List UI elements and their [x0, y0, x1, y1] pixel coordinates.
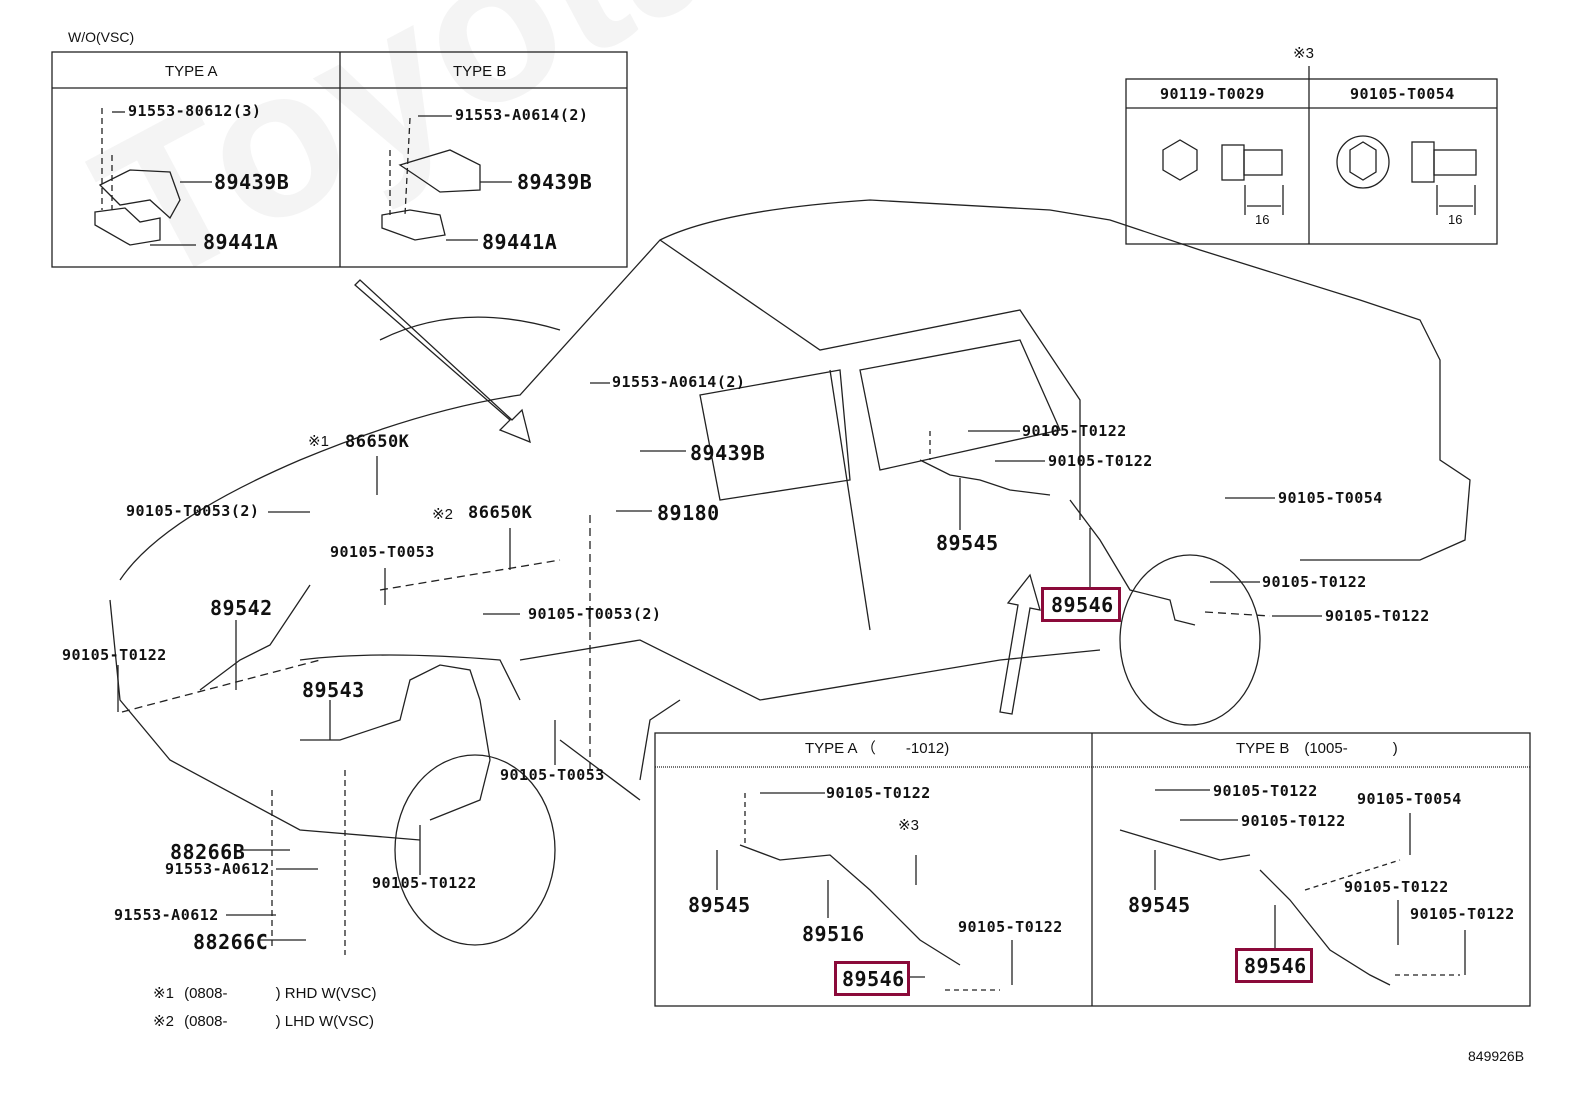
part-label: 90105-T0053 [330, 543, 435, 561]
note-marker-1: ※1 [308, 433, 329, 450]
part-label: 90105-T0122 [1410, 905, 1515, 923]
part-label: 90105-T0053(2) [528, 605, 662, 623]
part-label-highlighted[interactable]: 89546 [1244, 954, 1307, 978]
part-label-highlighted[interactable]: 89546 [1051, 593, 1114, 617]
part-label: 90105-T0122 [826, 784, 931, 802]
part-label: 90105-T0053(2) [126, 502, 260, 520]
part-label: 89180 [657, 501, 720, 525]
highlight-box [834, 961, 910, 996]
part-label: 90105-T0053 [500, 766, 605, 784]
wo-vsc-caption: W/O(VSC) [68, 29, 135, 45]
part-label: 90105-T0122 [1344, 878, 1449, 896]
part-label: 90105-T0122 [1262, 573, 1367, 591]
type-b-rear-header: TYPE B (1005- ) [1236, 740, 1398, 757]
part-label: 88266C [193, 930, 269, 954]
part-label: 89545 [1128, 893, 1191, 917]
note-marker-3: ※3 [898, 817, 919, 834]
part-label: 90105-T0122 [958, 918, 1063, 936]
bolt-spec-panel-border [1125, 78, 1498, 245]
part-label: 89441A [203, 230, 279, 254]
part-label: 89545 [688, 893, 751, 917]
part-label: 90105-T0122 [1213, 782, 1318, 800]
note-marker-3: ※3 [1293, 45, 1314, 62]
part-label: 91553-A0614(2) [455, 106, 589, 124]
part-label: 91553-A0612 [165, 860, 270, 878]
note-range: (0808- [184, 1013, 228, 1030]
note-range: (0808- [184, 985, 228, 1002]
type-a-rear-header: TYPE A （ -1012) [805, 740, 950, 757]
part-label: 89545 [936, 531, 999, 555]
part-label: 89441A [482, 230, 558, 254]
type-b-header: TYPE B [453, 63, 507, 80]
part-label: 86650K [468, 503, 533, 523]
part-label: 90105-T0122 [372, 874, 477, 892]
part-label: 90105-T0054 [1278, 489, 1383, 507]
part-label: 90105-T0122 [1022, 422, 1127, 440]
bolt-length: 16 [1255, 212, 1270, 227]
bolt-length: 16 [1448, 212, 1463, 227]
part-label: 89439B [690, 441, 766, 465]
part-label: 90105-T0122 [1048, 452, 1153, 470]
part-label: 90105-T0122 [1325, 607, 1430, 625]
figure-id: 849926B [1468, 1048, 1525, 1064]
part-label: 89543 [302, 678, 365, 702]
note-marker-2: ※2 [432, 506, 453, 523]
highlight-box [1041, 587, 1121, 622]
footnote-2: ※2 (0808- ) LHD W(VSC) [153, 1014, 374, 1029]
part-label: 90105-T0054 [1357, 790, 1462, 808]
part-label: 89516 [802, 922, 865, 946]
part-label: 91553-A0612 [114, 906, 219, 924]
bolt-spec-header: 90119-T0029 [1160, 85, 1265, 103]
note-condition: ) LHD W(VSC) [275, 1013, 374, 1030]
part-label: 91553-80612(3) [128, 102, 262, 120]
part-label: 91553-A0614(2) [612, 373, 746, 391]
part-label: 86650K [345, 432, 410, 452]
part-label-highlighted[interactable]: 89546 [842, 967, 905, 991]
note-marker: ※1 [153, 985, 174, 1002]
bolt-spec-header: 90105-T0054 [1350, 85, 1455, 103]
note-condition: ) RHD W(VSC) [275, 985, 377, 1002]
type-a-header: TYPE A [165, 63, 218, 80]
part-label: 89439B [517, 170, 593, 194]
part-label: 89439B [214, 170, 290, 194]
part-label: 89542 [210, 596, 273, 620]
footnote-1: ※1 (0808- ) RHD W(VSC) [153, 986, 376, 1001]
part-label: 90105-T0122 [1241, 812, 1346, 830]
note-marker: ※2 [153, 1013, 174, 1030]
part-label: 90105-T0122 [62, 646, 167, 664]
part-label: 88266B [170, 840, 246, 864]
highlight-box [1235, 948, 1313, 983]
